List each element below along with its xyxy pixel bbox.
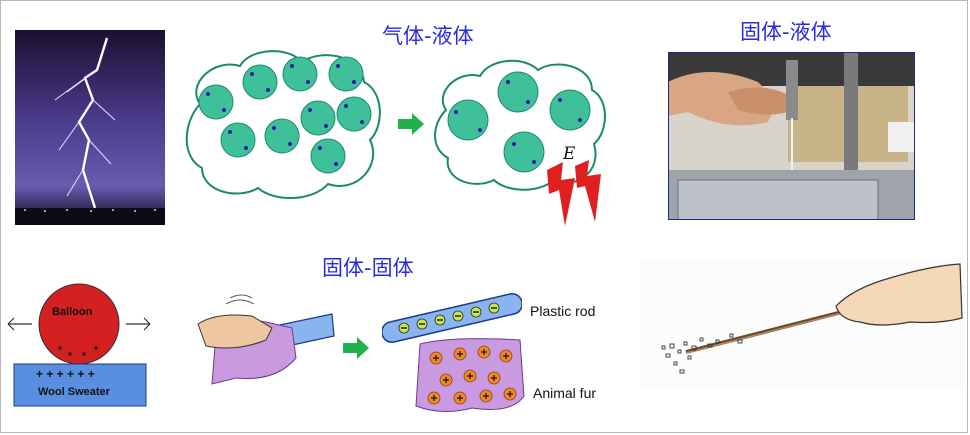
rubbing-hand-illustration bbox=[197, 294, 335, 385]
animal-fur-diagram bbox=[415, 338, 525, 412]
sweater-charges: + + + + + + bbox=[36, 367, 95, 381]
spark-icon bbox=[547, 160, 601, 226]
balloon-label: Balloon bbox=[52, 306, 93, 318]
plastic-rod-diagram bbox=[382, 293, 522, 343]
droplet-cloud-sparse bbox=[434, 59, 606, 191]
droplet-cloud-dense bbox=[185, 50, 381, 199]
lightning-photo bbox=[15, 30, 165, 225]
animal-fur-label: Animal fur bbox=[533, 385, 597, 401]
title-solid-solid: 固体-固体 bbox=[322, 256, 414, 280]
title-solid-liquid: 固体-液体 bbox=[740, 20, 832, 44]
sweater-label: Wool Sweater bbox=[38, 386, 110, 398]
balloon-sweater-diagram bbox=[7, 283, 151, 407]
faucet-photo bbox=[668, 52, 915, 220]
process-arrow-1 bbox=[398, 113, 424, 135]
process-arrow-2 bbox=[343, 337, 369, 359]
title-gas-liquid: 气体-液体 bbox=[382, 24, 474, 48]
field-symbol-e: E bbox=[563, 144, 576, 164]
plastic-rod-label: Plastic rod bbox=[530, 303, 596, 319]
charged-rod-illustration bbox=[640, 258, 965, 388]
